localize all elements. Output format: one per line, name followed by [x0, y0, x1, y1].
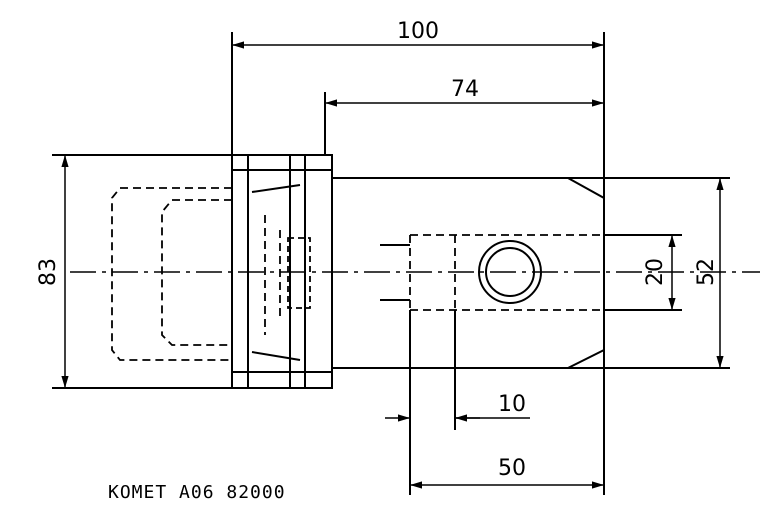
dim-body-diameter: 52 [694, 258, 719, 286]
tool-body [331, 177, 605, 369]
dim-bore-diameter: 20 [643, 258, 668, 286]
dim-flange-diameter: 83 [36, 258, 61, 286]
dim-hole-offset: 10 [498, 392, 526, 417]
clamp-ring [287, 237, 311, 309]
dim-body-length: 74 [451, 77, 479, 102]
drawing-caption: KOMET A06 82000 [108, 482, 286, 503]
cross-hole [478, 240, 542, 304]
dim-overall-length: 100 [397, 19, 439, 44]
bore-outline [409, 234, 604, 311]
shank-outline [111, 187, 281, 361]
dim-hole-length: 50 [498, 456, 526, 481]
